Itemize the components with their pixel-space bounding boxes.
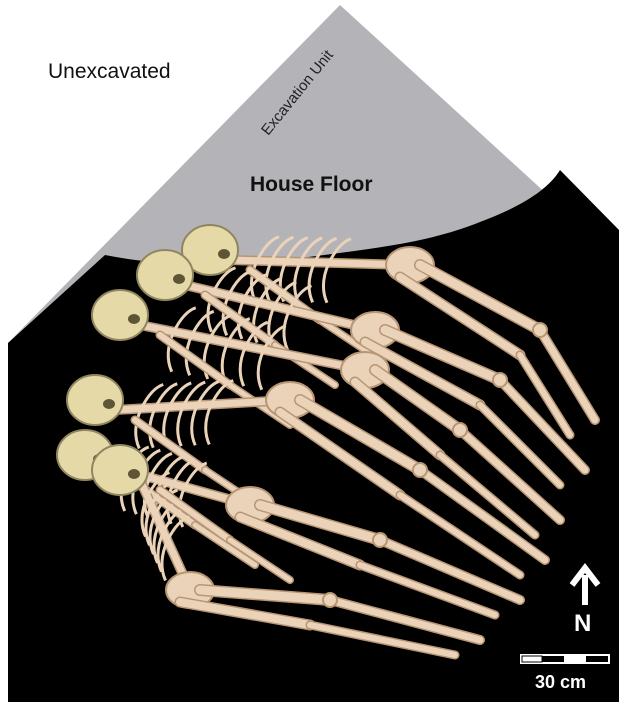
skeleton-3-knee: [453, 423, 467, 437]
skeleton-4-eye-socket: [103, 399, 115, 409]
skeleton-6-skull: [92, 445, 148, 495]
skeleton-6-knee: [323, 593, 337, 607]
north-label: N: [574, 610, 591, 638]
skeleton-4-knee: [413, 463, 427, 477]
skeleton-3-skull: [92, 290, 148, 340]
skeleton-4-skull: [67, 375, 123, 425]
skeleton-1-eye-socket: [218, 249, 230, 259]
skeleton-2-eye-socket: [173, 274, 185, 284]
scale-bar-icon: [520, 654, 610, 664]
scale-label: 30 cm: [535, 672, 586, 693]
skeleton-3-eye-socket: [128, 314, 140, 324]
skeleton-1-knee: [533, 323, 547, 337]
skeleton-5-knee: [373, 533, 387, 547]
skeleton-2-knee: [493, 373, 507, 387]
skeleton-2-skull: [137, 250, 193, 300]
skeleton-6-eye-socket: [128, 469, 140, 479]
unexcavated-label: Unexcavated: [48, 60, 171, 84]
house-floor-label: House Floor: [250, 173, 373, 197]
